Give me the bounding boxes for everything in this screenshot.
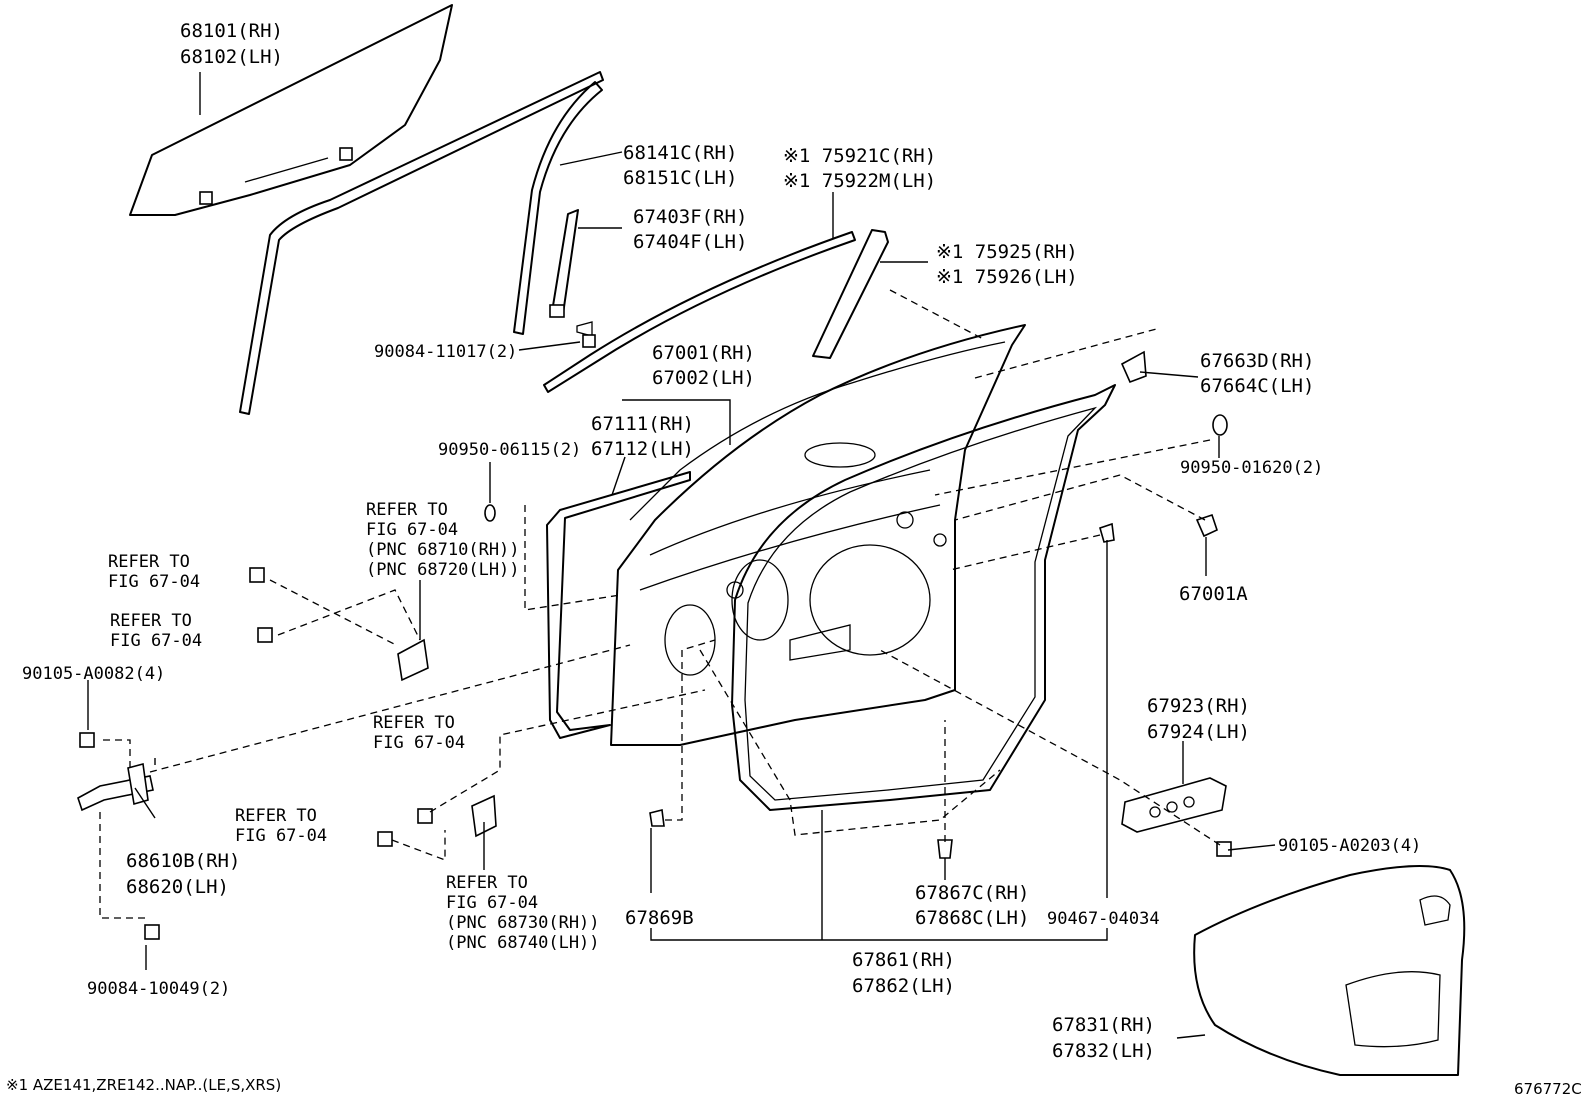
small-parts — [79, 334, 1232, 940]
ref-bolt-2-line1: REFER TO — [110, 611, 192, 631]
trim-board-label-lh: 67832(LH) — [1052, 1040, 1155, 1062]
door-cushion-shape — [1195, 513, 1218, 538]
ref-bolt-1-line1: REFER TO — [108, 552, 190, 572]
footnote: ※1 AZE141,ZRE142..NAP..(LE,S,XRS) — [6, 1076, 281, 1094]
weatherstrip-label-lh: 67862(LH) — [852, 975, 955, 997]
plug-rear-shape — [1212, 414, 1228, 436]
outer-panel-label-rh: 67111(RH) — [591, 413, 694, 435]
door-trim-board — [1193, 865, 1466, 1076]
bolt-rear-channel-label: 90084-11017(2) — [374, 342, 517, 362]
rear-lower-channel — [549, 209, 593, 337]
ref-hinge-lower-line1: REFER TO — [446, 873, 528, 893]
front-run-channel — [239, 71, 604, 415]
run-channel-label-lh: 68151C(LH) — [623, 167, 737, 189]
assembly-lines — [99, 289, 1221, 919]
belt-molding-label-lh: ※1 75922M(LH) — [783, 170, 936, 192]
run-channel-label-rh: 68141C(RH) — [623, 142, 737, 164]
rear-channel-label-rh: 67403F(RH) — [633, 206, 747, 228]
outer-panel-label-lh: 67112(LH) — [591, 438, 694, 460]
checker-label-rh: 68610B(RH) — [126, 850, 240, 872]
ref-bolt-2-line2: FIG 67-04 — [110, 631, 202, 651]
glass-label-lh: 68102(LH) — [180, 46, 283, 68]
clip-90467-label: 90467-04034 — [1047, 909, 1160, 929]
ref-bolt-1-line2: FIG 67-04 — [108, 572, 200, 592]
corner-piece-label-rh: 67663D(RH) — [1200, 350, 1314, 372]
service-hole-cover-label-lh: 67924(LH) — [1147, 721, 1250, 743]
door-panel-label-rh: 67001(RH) — [652, 342, 755, 364]
plug-upper-label: 90950-06115(2) — [438, 440, 581, 460]
weatherstrip — [731, 384, 1116, 811]
weatherstrip-label-rh: 67861(RH) — [852, 949, 955, 971]
bolt-icons — [79, 334, 1232, 940]
belt-molding — [543, 231, 856, 393]
ref-hinge-lower-line2: FIG 67-04 — [446, 893, 538, 913]
ref-hinge-upper-line2: FIG 67-04 — [366, 520, 458, 540]
clip-67869b-shape — [649, 809, 665, 827]
plug-upper-shape — [484, 504, 496, 522]
corner-piece-label-lh: 67664C(LH) — [1200, 375, 1314, 397]
trim-board-label-rh: 67831(RH) — [1052, 1014, 1155, 1036]
door-checker — [77, 762, 154, 812]
bolt-checker-label: 90105-A0082(4) — [22, 664, 165, 684]
ref-bolt-4-line1: REFER TO — [235, 806, 317, 826]
checker-label-lh: 68620(LH) — [126, 876, 229, 898]
door-glass — [129, 4, 453, 216]
frame-garnish — [812, 229, 889, 359]
service-hole-cover-label-rh: 67923(RH) — [1147, 695, 1250, 717]
rear-run-channel — [513, 81, 603, 335]
ref-bolt-4-line2: FIG 67-04 — [235, 826, 327, 846]
service-hole-cover — [1121, 777, 1227, 833]
hinge-lower — [471, 794, 497, 838]
ref-bolt-3-line2: FIG 67-04 — [373, 733, 465, 753]
ref-hinge-lower-line3: (PNC 68730(RH)) — [446, 913, 600, 933]
weatherstrip-clip-label-rh: 67867C(RH) — [915, 882, 1029, 904]
outer-panel — [546, 471, 691, 739]
bolt-cover-label: 90105-A0203(4) — [1278, 836, 1421, 856]
ref-hinge-lower-line4: (PNC 68740(LH)) — [446, 933, 600, 953]
figure-number: 676772C — [1514, 1080, 1582, 1098]
clip-90467-shape — [1099, 522, 1115, 543]
bolt-checker-lower-label: 90084-10049(2) — [87, 979, 230, 999]
weatherstrip-clip-shape — [937, 839, 953, 859]
frame-garnish-label-lh: ※1 75926(LH) — [936, 266, 1078, 288]
ref-hinge-upper-line3: (PNC 68710(RH)) — [366, 540, 520, 560]
ref-hinge-upper-line1: REFER TO — [366, 500, 448, 520]
plug-rear-label: 90950-01620(2) — [1180, 458, 1323, 478]
rear-channel-label-lh: 67404F(LH) — [633, 231, 747, 253]
weatherstrip-clip-label-lh: 67868C(LH) — [915, 907, 1029, 929]
ref-bolt-3-line1: REFER TO — [373, 713, 455, 733]
door-cushion-label: 67001A — [1179, 583, 1248, 605]
frame-garnish-label-rh: ※1 75925(RH) — [936, 241, 1078, 263]
belt-molding-label-rh: ※1 75921C(RH) — [783, 145, 936, 167]
leader-lines — [87, 72, 1276, 1039]
corner-piece-shape — [1120, 350, 1147, 384]
door-panel-label-lh: 67002(LH) — [652, 367, 755, 389]
clip-67869b-label: 67869B — [625, 907, 694, 929]
ref-hinge-upper-line4: (PNC 68720(LH)) — [366, 560, 520, 580]
hinge-upper — [397, 638, 429, 682]
glass-label-rh: 68101(RH) — [180, 20, 283, 42]
